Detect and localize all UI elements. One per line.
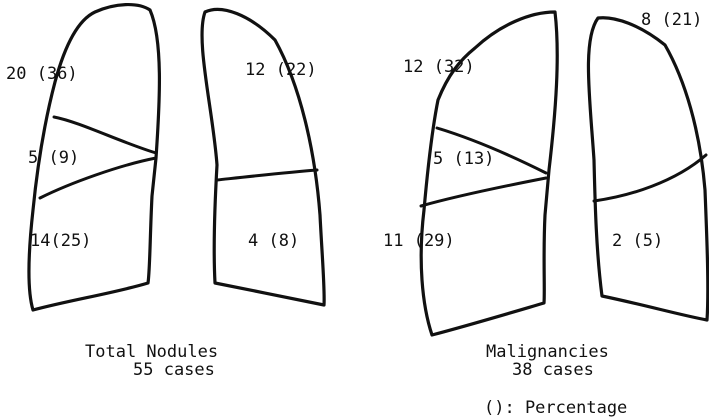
left-upper-lobe-label: 12 (22): [245, 60, 317, 80]
left-lower-lobe-label: 4 (8): [248, 231, 299, 251]
left-upper-lobe-label: 8 (21): [641, 10, 702, 30]
right-lower-lobe-label: 11 (29): [383, 231, 455, 251]
left-lung-outline: [202, 9, 324, 305]
caption-title: Total Nodules: [85, 342, 218, 362]
right-upper-lobe-label: 12 (32): [403, 57, 475, 77]
right-middle-lobe-label: 5 (9): [28, 148, 79, 168]
malignancies-diagram: 12 (32) 5 (13) 11 (29) 8 (21) 2 (5) Mali…: [383, 10, 708, 380]
left-oblique-fissure: [217, 170, 317, 180]
left-lower-lobe-label: 2 (5): [612, 231, 663, 251]
right-upper-lobe-label: 20 (36): [6, 64, 78, 84]
percentage-legend: (): Percentage: [484, 398, 627, 418]
right-oblique-fissure: [421, 178, 546, 206]
left-oblique-fissure: [594, 155, 706, 201]
caption-title: Malignancies: [486, 342, 609, 362]
right-lower-lobe-label: 14(25): [30, 231, 91, 251]
caption-cases: 38 cases: [512, 360, 594, 380]
total-nodules-diagram: 20 (36) 5 (9) 14(25) 12 (22) 4 (8) Total…: [6, 5, 324, 380]
right-middle-lobe-label: 5 (13): [433, 149, 494, 169]
caption-cases: 55 cases: [133, 360, 215, 380]
